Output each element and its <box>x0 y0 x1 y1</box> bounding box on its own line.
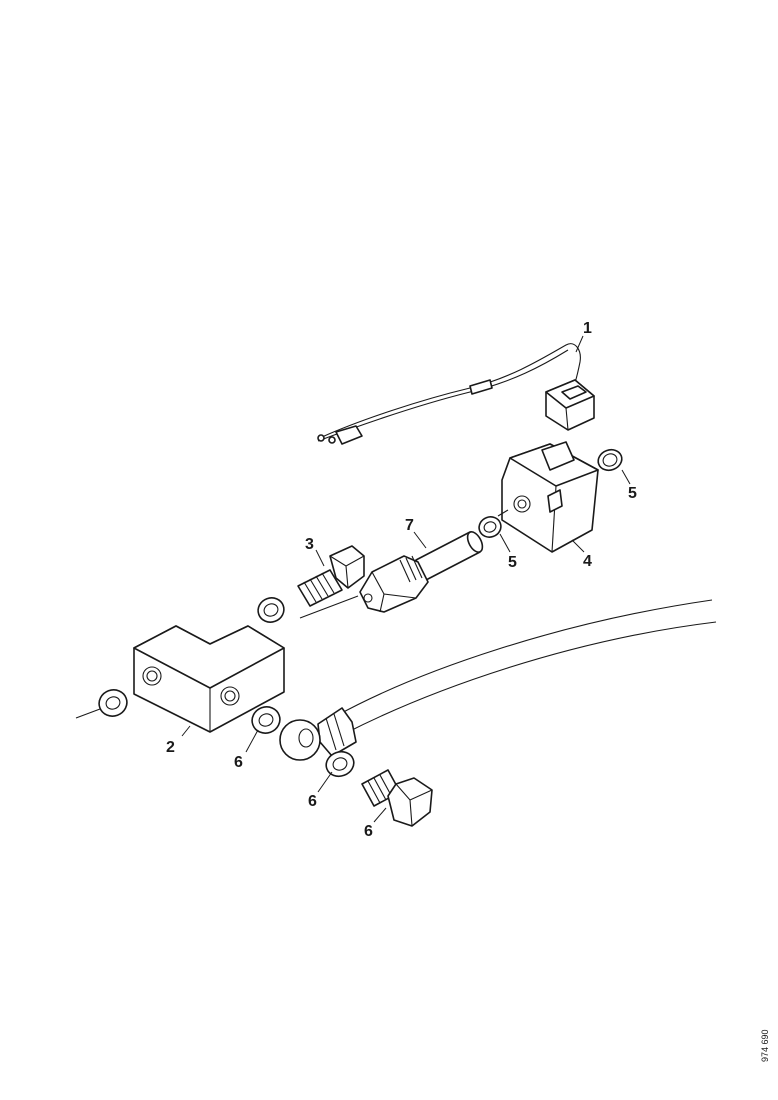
callout-2: 2 <box>166 739 175 756</box>
callout-6-block: 6 <box>234 754 243 771</box>
sealing-washer-lower <box>325 750 355 778</box>
callout-6-bolt: 6 <box>364 823 373 840</box>
callout-3: 3 <box>305 536 314 553</box>
callout-6-washer: 6 <box>308 793 317 810</box>
valve-block-part-2 <box>133 625 285 733</box>
drawing-reference-code: 974 690 <box>760 1029 770 1062</box>
washer-left <box>75 689 128 719</box>
callout-5-middle: 5 <box>508 554 517 571</box>
sealing-washer-upper <box>257 597 285 623</box>
o-ring-part-5-upper <box>597 448 623 472</box>
callout-4: 4 <box>583 553 592 570</box>
valve-stem-part-7 <box>359 531 484 613</box>
callout-5-upper: 5 <box>628 485 637 502</box>
cable-connector-part-1 <box>317 343 595 445</box>
banjo-bolt-part-3 <box>297 545 365 607</box>
callout-leaders <box>181 335 631 823</box>
o-ring-part-5-middle <box>478 516 502 538</box>
callout-1: 1 <box>583 320 592 337</box>
solenoid-coil-part-4 <box>497 441 599 553</box>
banjo-eye-fitting <box>279 719 321 761</box>
banjo-bolt-lower <box>361 769 433 827</box>
hose-line <box>317 599 717 757</box>
callout-7: 7 <box>405 517 414 534</box>
washer-right <box>251 706 281 734</box>
